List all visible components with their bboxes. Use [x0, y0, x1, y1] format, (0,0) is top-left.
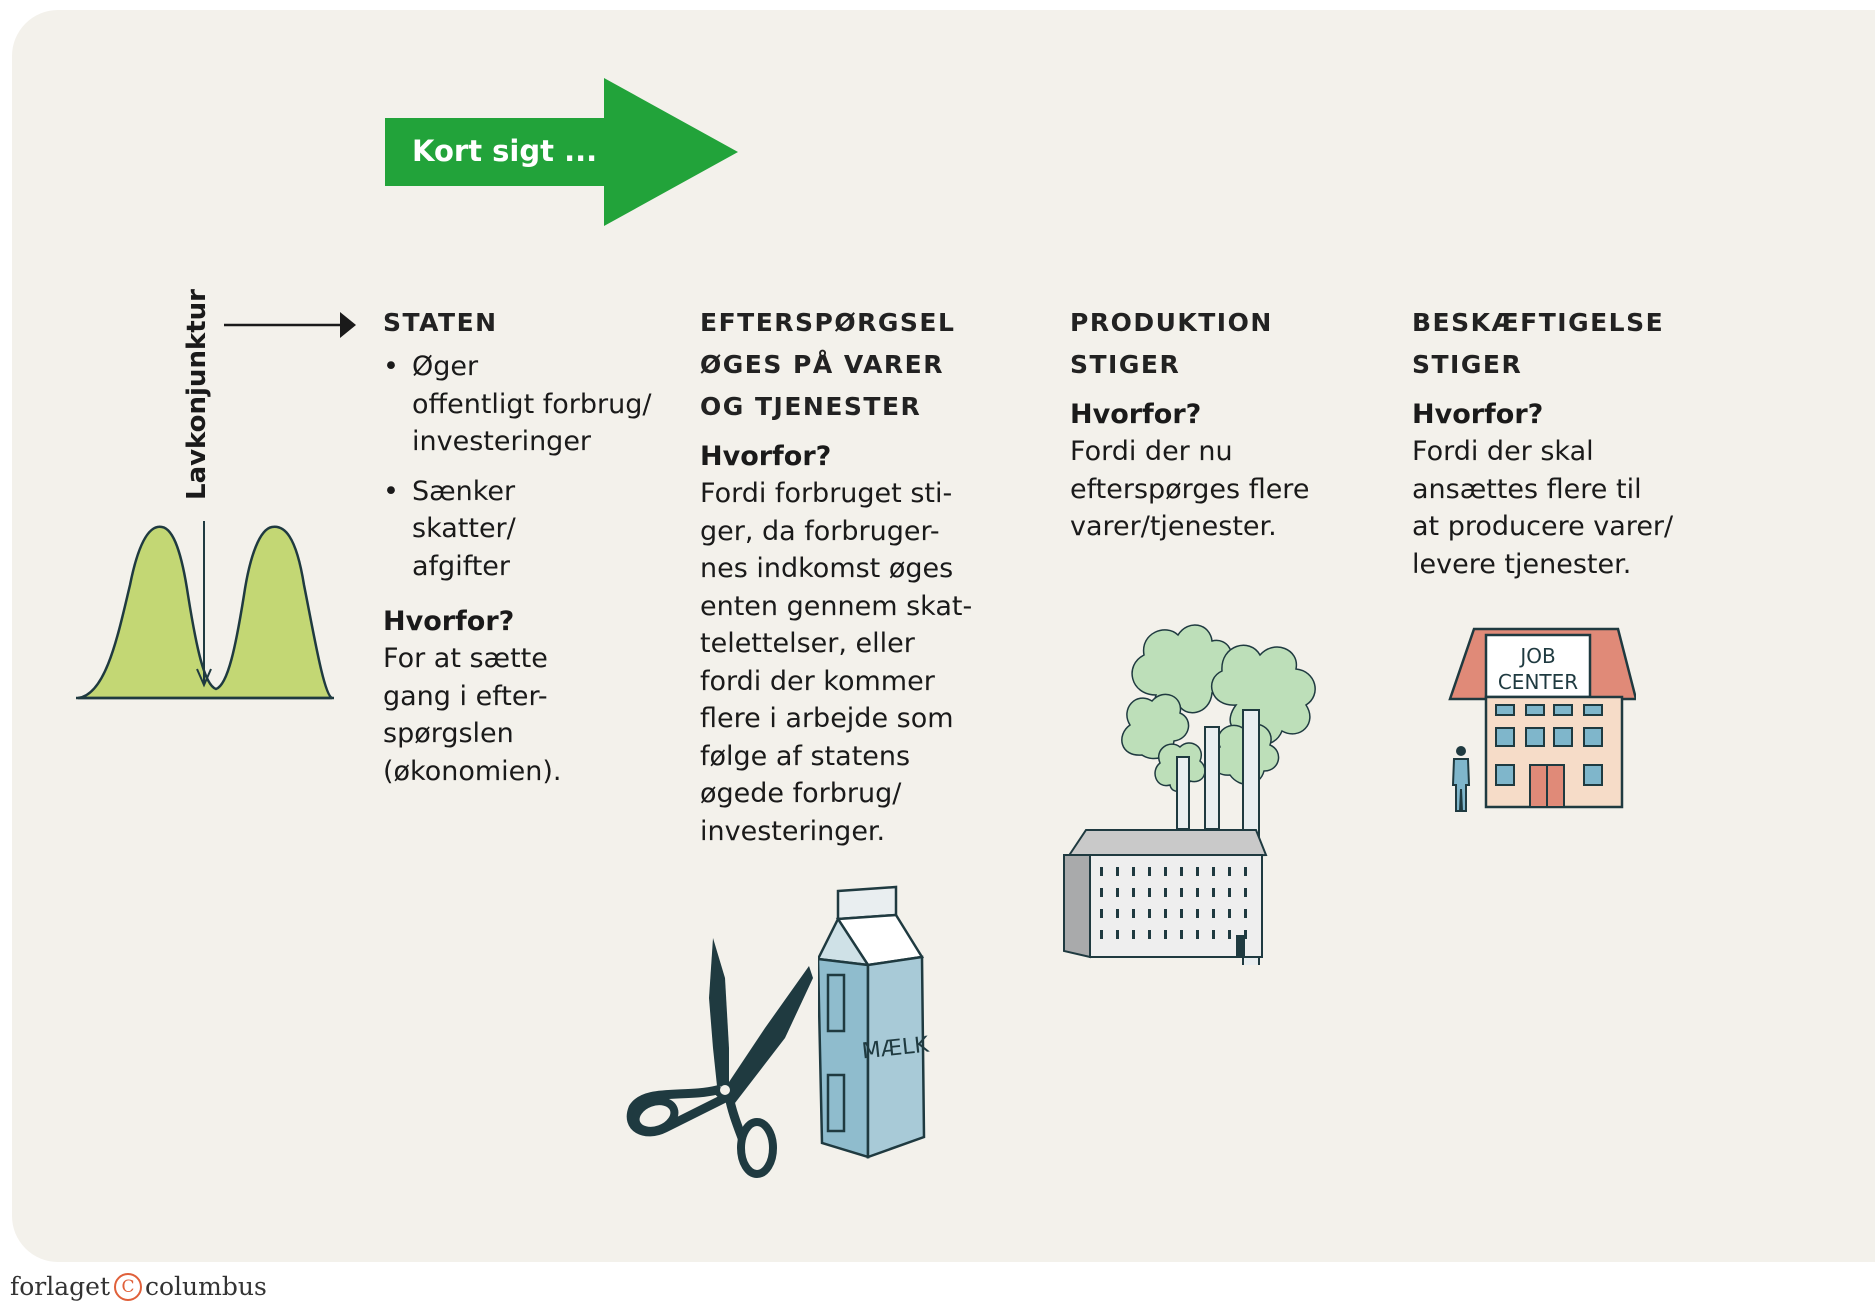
- publisher-logo: forlaget C columbus: [10, 1272, 267, 1301]
- factory-window: [1212, 930, 1215, 939]
- column-production: PRODUKTION STIGER Hvorfor? Fordi der nu …: [1070, 302, 1370, 546]
- job-center-building-icon: JOB CENTER: [1448, 627, 1636, 809]
- factory-window: [1148, 888, 1151, 897]
- factory-window: [1228, 888, 1231, 897]
- job-center-sign-line1: JOB: [1518, 644, 1555, 668]
- scissors-icon: [626, 938, 813, 1178]
- factory-window: [1132, 888, 1135, 897]
- column-demand: EFTERSPØRGSEL ØGES PÅ VARER OG TJENESTER…: [700, 302, 1030, 850]
- why-heading: Hvorfor?: [383, 606, 515, 637]
- factory-window: [1100, 909, 1103, 918]
- column-heading: EFTERSPØRGSEL ØGES PÅ VARER OG TJENESTER: [700, 308, 956, 421]
- factory-window: [1244, 930, 1247, 939]
- factory-window: [1180, 888, 1183, 897]
- copyright-icon: C: [114, 1272, 142, 1301]
- factory-window: [1132, 867, 1135, 876]
- factory-window: [1196, 909, 1199, 918]
- factory-window: [1196, 930, 1199, 939]
- factory-window: [1116, 888, 1119, 897]
- factory-window: [1244, 909, 1247, 918]
- explanation-text: Fordi forbruget sti- ger, da forbruger- …: [700, 478, 973, 847]
- factory-window: [1148, 909, 1151, 918]
- factory-window: [1164, 867, 1167, 876]
- factory-window: [1212, 909, 1215, 918]
- factory-icon: [1063, 624, 1316, 965]
- factory-window: [1228, 930, 1231, 939]
- list-item: • Sænker skatter/ afgifter: [383, 475, 516, 582]
- factory-window: [1116, 909, 1119, 918]
- column-employment: BESKÆFTIGELSE STIGER Hvorfor? Fordi der …: [1412, 302, 1742, 583]
- factory-window: [1164, 888, 1167, 897]
- factory-window: [1132, 909, 1135, 918]
- factory-window: [1116, 930, 1119, 939]
- short-term-arrow: [385, 78, 738, 226]
- factory-window: [1100, 930, 1103, 939]
- factory-window: [1132, 930, 1135, 939]
- list-item: • Øger offentligt forbrug/ investeringer: [383, 351, 652, 457]
- explanation-text: Fordi der skal ansættes flere til at pro…: [1412, 436, 1674, 580]
- factory-window: [1196, 867, 1199, 876]
- factory-window: [1244, 888, 1247, 897]
- factory-window: [1148, 867, 1151, 876]
- factory-window: [1164, 909, 1167, 918]
- factory-window: [1196, 888, 1199, 897]
- factory-window: [1148, 930, 1151, 939]
- explanation-text: For at sætte gang i efter- spørgslen (øk…: [383, 643, 562, 787]
- factory-window: [1244, 867, 1247, 876]
- factory-window: [1228, 867, 1231, 876]
- connector-arrow-icon: [224, 312, 356, 338]
- milk-carton-icon: MÆLK: [818, 885, 930, 1159]
- job-center-sign-line2: CENTER: [1498, 670, 1578, 694]
- person-icon: [1451, 746, 1471, 812]
- factory-window: [1180, 867, 1183, 876]
- measures-list: • Øger offentligt forbrug/ investeringer…: [383, 348, 683, 585]
- why-heading: Hvorfor?: [1070, 399, 1202, 430]
- column-heading: STATEN: [383, 308, 498, 337]
- factory-window: [1116, 867, 1119, 876]
- why-heading: Hvorfor?: [1412, 399, 1544, 430]
- arrow-label: Kort sigt ...: [412, 134, 598, 168]
- column-heading: BESKÆFTIGELSE STIGER: [1412, 308, 1665, 379]
- factory-window: [1212, 867, 1215, 876]
- explanation-text: Fordi der nu efterspørges flere varer/tj…: [1070, 436, 1310, 542]
- business-cycle-graph: [76, 521, 334, 700]
- recession-label: Lavkonjunktur: [182, 288, 212, 500]
- column-staten: STATEN • Øger offentligt forbrug/ invest…: [383, 302, 683, 790]
- factory-window: [1180, 909, 1183, 918]
- factory-window: [1100, 888, 1103, 897]
- why-heading: Hvorfor?: [700, 441, 832, 472]
- factory-window: [1164, 930, 1167, 939]
- factory-window: [1228, 909, 1231, 918]
- column-heading: PRODUKTION STIGER: [1070, 308, 1273, 379]
- factory-window: [1100, 867, 1103, 876]
- factory-window: [1180, 930, 1183, 939]
- factory-window: [1212, 888, 1215, 897]
